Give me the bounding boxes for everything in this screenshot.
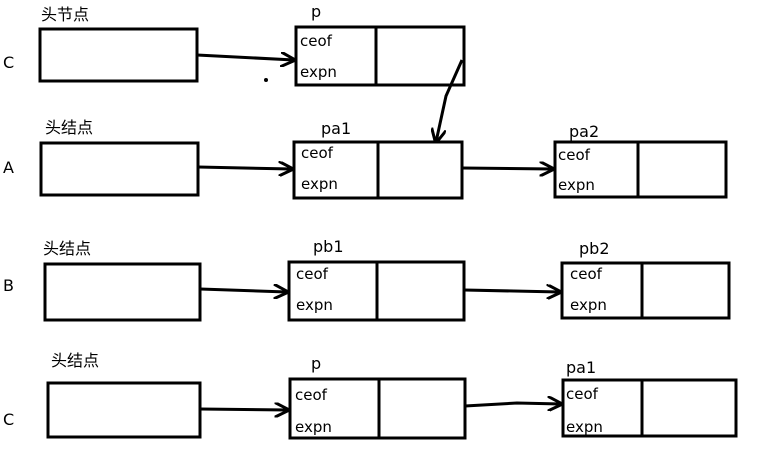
node-field-expn: expn: [300, 63, 337, 81]
pointer-label: p: [311, 354, 321, 373]
list-node: ceof expn: [561, 378, 738, 438]
ink-dot: [264, 78, 268, 82]
row-b: B 头结点 pb1 ceof expn pb2 ceof expn: [3, 237, 731, 322]
pointer-label: p: [311, 2, 321, 21]
arrow: [464, 403, 561, 406]
node-field-ceof: ceof: [296, 265, 329, 283]
pointer-label: pb2: [579, 239, 610, 258]
arrow-to-pa1: [436, 59, 464, 142]
row-c-top: C 头节点 p ceof expn: [3, 2, 466, 142]
list-node: ceof expn: [287, 260, 466, 322]
node-field-expn: expn: [558, 176, 595, 194]
node-field-expn: expn: [566, 418, 603, 436]
arrow: [461, 168, 553, 169]
head-node-box: [39, 141, 200, 197]
arrow: [199, 289, 287, 292]
arrow: [463, 290, 560, 292]
head-node-box: [38, 27, 199, 83]
node-field-ceof: ceof: [295, 386, 328, 404]
arrow: [199, 409, 288, 410]
row-c-bottom: C 头结点 p ceof expn pa1 ceof expn: [3, 351, 738, 440]
head-node-label: 头结点: [51, 351, 99, 370]
row-label: A: [3, 158, 14, 177]
node-field-expn: expn: [296, 296, 333, 314]
arrow: [197, 167, 292, 169]
row-a: A 头结点 pa1 ceof expn pa2 ceof expn: [3, 118, 728, 200]
list-node: ceof expn: [294, 25, 466, 87]
head-node-box: [43, 262, 202, 322]
node-field-expn: expn: [295, 418, 332, 436]
head-node-label: 头结点: [43, 239, 91, 258]
node-field-ceof: ceof: [558, 146, 591, 164]
row-label: C: [3, 53, 14, 72]
row-label: B: [3, 276, 14, 295]
head-node-label: 头节点: [41, 5, 89, 24]
pointer-label: pa1: [321, 119, 351, 138]
list-node: ceof expn: [560, 261, 731, 320]
arrow: [196, 55, 294, 60]
list-node: ceof expn: [288, 377, 467, 440]
pointer-label: pb1: [313, 237, 344, 256]
pointer-label: pa2: [569, 122, 599, 141]
row-label: C: [3, 410, 14, 429]
head-node-box: [46, 381, 202, 439]
node-field-ceof: ceof: [300, 32, 333, 50]
node-field-ceof: ceof: [566, 385, 599, 403]
node-field-ceof: ceof: [570, 265, 603, 283]
node-field-expn: expn: [301, 175, 338, 193]
head-node-label: 头结点: [45, 118, 93, 137]
list-node: ceof expn: [553, 140, 728, 199]
list-node: ceof expn: [292, 140, 464, 200]
node-field-expn: expn: [570, 296, 607, 314]
node-field-ceof: ceof: [301, 144, 334, 162]
pointer-label: pa1: [566, 358, 596, 377]
